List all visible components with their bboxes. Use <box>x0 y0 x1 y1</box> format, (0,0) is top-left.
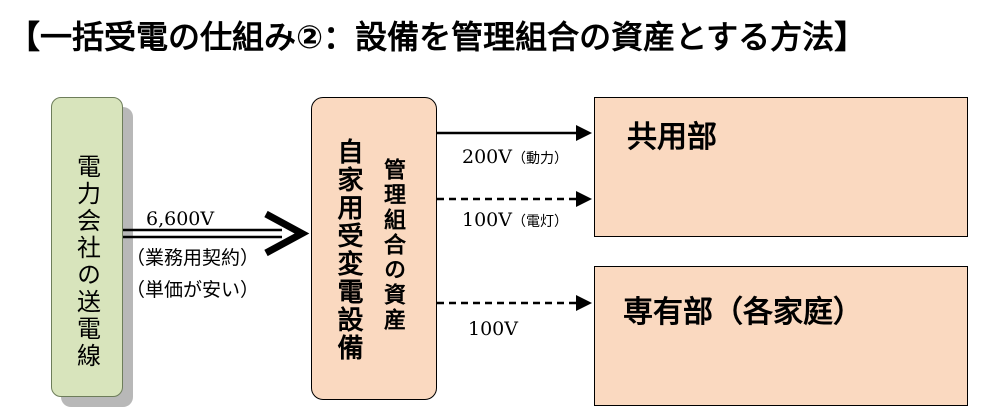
common-area-box: 共用部 <box>594 97 968 237</box>
output-100v-light-note: （電灯） <box>512 214 568 230</box>
output-100v-private-label: 100V <box>468 318 518 340</box>
private-area-label: 専有部（各家庭） <box>623 295 863 330</box>
output-100v-light-arrow-icon <box>576 191 592 207</box>
private-substation-label: 自家用受変電設備 <box>333 138 363 362</box>
output-200v-label: 200V（動力） <box>462 146 568 168</box>
association-asset-label: 管理組合の資産 <box>380 158 405 333</box>
output-200v-arrow-icon <box>576 125 592 141</box>
common-area-label: 共用部 <box>627 120 717 155</box>
power-company-line-label: 電力会社の送電線 <box>72 154 101 370</box>
contract-type-label: （業務用契約） <box>126 247 260 269</box>
page-title: 【一括受電の仕組み②：設備を管理組合の資産とする方法】 <box>8 18 867 56</box>
private-substation-box: 自家用受変電設備 管理組合の資産 <box>311 97 437 400</box>
incoming-chevron-icon <box>264 210 310 257</box>
incoming-voltage-label: 6,600V <box>146 208 215 230</box>
power-company-line-box: 電力会社の送電線 <box>51 97 123 397</box>
output-100v-private-arrow-icon <box>576 295 592 311</box>
output-100v-light-voltage: 100V <box>462 209 512 231</box>
private-area-box: 専有部（各家庭） <box>594 266 968 406</box>
output-200v-note: （動力） <box>512 151 568 167</box>
output-100v-light-label: 100V（電灯） <box>462 209 568 231</box>
price-note-label: （単価が安い） <box>126 279 260 301</box>
output-200v-voltage: 200V <box>462 146 512 168</box>
